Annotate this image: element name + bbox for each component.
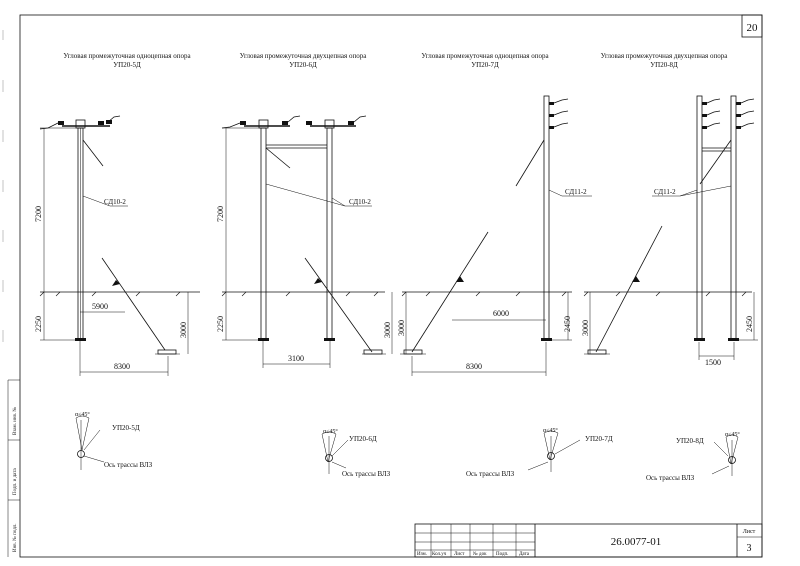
support-2-title-2: УП20-6Д xyxy=(289,61,317,69)
support-1-base: 8300 xyxy=(114,362,130,371)
support-4-title-1: Угловая промежуточная двухцепная опора xyxy=(601,52,729,60)
support-2-strut-label: СД10-2 xyxy=(349,198,371,206)
support-3-strut-depth: 3000 xyxy=(397,320,406,336)
support-4-strut-depth: 3000 xyxy=(581,320,590,336)
margin-stamp-2: Подп. и дата xyxy=(13,468,18,495)
sheet-frame xyxy=(19,14,763,558)
support-4-depth: 2450 xyxy=(745,316,754,332)
support-2-strut-depth: 3000 xyxy=(383,322,392,338)
sheet-label: Лист xyxy=(743,529,756,535)
support-4: Угловая промежуточная двухцепная опора У… xyxy=(581,52,758,482)
support-1-strut-label: СД10-2 xyxy=(104,198,126,206)
support-1-plan-label: УП20-5Д xyxy=(112,424,140,432)
support-3-strut-label: СД11-2 xyxy=(565,188,587,196)
support-4-plan-angle: α≤45° xyxy=(725,431,740,438)
support-2-plan-angle: α≤45° xyxy=(323,428,338,435)
margin-stamp-1: Инв. № подл. xyxy=(12,524,18,553)
support-3: Угловая промежуточная одноцепная опора У… xyxy=(397,52,613,478)
page-number-box xyxy=(741,14,763,38)
title-block: Изм. Кол.уч Лист № док Подп. Дата 26.007… xyxy=(414,523,763,558)
support-3-title-1: Угловая промежуточная одноцепная опора xyxy=(421,52,549,60)
support-3-axis-label: Ось трассы ВЛЗ xyxy=(466,470,515,478)
sheet-number: 3 xyxy=(747,543,752,554)
title-col-2: Кол.уч xyxy=(432,552,447,557)
support-1-title-2: УП20-5Д xyxy=(113,61,141,69)
support-1-offset: 5900 xyxy=(92,302,108,311)
margin-stamp-3: Взам. инв. № xyxy=(12,407,18,435)
title-col-3: Лист xyxy=(454,552,465,557)
support-2-height: 7200 xyxy=(216,206,225,222)
support-4-strut-label: СД11-2 xyxy=(654,188,676,196)
title-col-1: Изм. xyxy=(417,552,427,557)
title-col-4: № док xyxy=(473,551,487,557)
support-1-title-1: Угловая промежуточная одноцепная опора xyxy=(63,52,191,60)
support-1-depth: 2250 xyxy=(34,316,43,332)
support-1-plan-angle: α≤45° xyxy=(75,411,90,418)
support-3-depth: 2450 xyxy=(563,316,572,332)
support-1-height: 7200 xyxy=(34,206,43,222)
support-2-plan-label: УП20-6Д xyxy=(349,435,377,443)
support-3-title-2: УП20-7Д xyxy=(471,61,499,69)
page-number: 20 xyxy=(747,22,759,34)
support-4-title-2: УП20-8Д xyxy=(650,61,678,69)
support-3-offset: 6000 xyxy=(493,309,509,318)
support-3-base: 8300 xyxy=(466,362,482,371)
support-2: Угловая промежуточная двухцепная опора У… xyxy=(216,52,393,478)
document-code: 26.0077-01 xyxy=(611,536,661,548)
support-4-plan-label: УП20-8Д xyxy=(676,437,704,445)
title-col-6: Дата xyxy=(519,552,530,557)
support-4-axis-label: Ось трассы ВЛЗ xyxy=(646,474,695,482)
support-1: Угловая промежуточная одноцепная опора У… xyxy=(34,52,200,470)
support-1-axis-label: Ось трассы ВЛЗ xyxy=(104,461,153,469)
support-4-spacing: 1500 xyxy=(705,358,721,367)
support-1-strut-depth: 3000 xyxy=(179,322,188,338)
support-3-plan-angle: α≤45° xyxy=(543,427,558,434)
support-2-spacing: 3100 xyxy=(288,354,304,363)
support-3-plan-label: УП20-7Д xyxy=(585,435,613,443)
support-2-title-1: Угловая промежуточная двухцепная опора xyxy=(240,52,368,60)
title-col-5: Подп. xyxy=(496,552,508,557)
support-2-axis-label: Ось трассы ВЛЗ xyxy=(342,470,391,478)
support-2-depth: 2250 xyxy=(216,316,225,332)
